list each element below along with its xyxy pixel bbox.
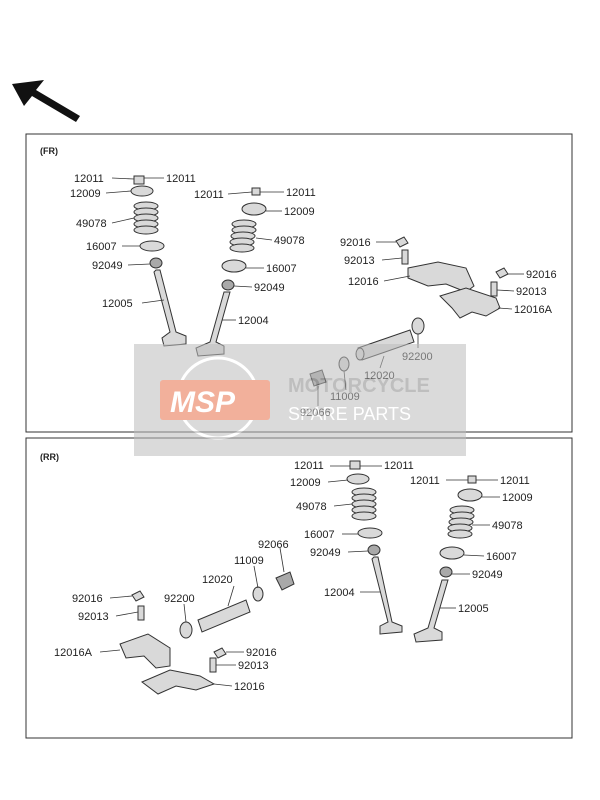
part-number-label: 12020	[202, 574, 233, 586]
part-number-label: 49078	[492, 520, 523, 532]
part-number-label: 92049	[254, 282, 285, 294]
part-number-label: 49078	[76, 218, 107, 230]
rr-part-labels: 12011 12011 12009 49078 16007 92049 1200…	[54, 460, 533, 693]
rr-valve-assembly-left	[346, 460, 403, 635]
part-number-label: 92066	[258, 539, 289, 551]
rr-valve-assembly-right	[413, 475, 483, 643]
watermark-logo-text: MSP	[170, 386, 236, 419]
part-number-label: 12016	[234, 681, 265, 693]
part-number-label: 16007	[266, 263, 297, 275]
part-number-label: 16007	[486, 551, 517, 563]
arrow-up-left-icon	[12, 80, 80, 122]
part-number-label: 12005	[102, 298, 133, 310]
watermark-line-1: MOTORCYCLE	[288, 375, 430, 397]
part-number-label: 92049	[310, 547, 341, 559]
part-number-label: 16007	[304, 529, 335, 541]
part-number-label: 92013	[344, 255, 375, 267]
part-number-label: 16007	[86, 241, 117, 253]
part-number-label: 12011	[166, 173, 196, 185]
rr-leader-lines	[99, 465, 500, 687]
part-number-label: 92016	[526, 269, 557, 281]
part-number-label: 92016	[72, 593, 103, 605]
part-number-label: 12004	[324, 587, 355, 599]
part-number-label: 12016	[348, 276, 379, 288]
part-number-label: 12011	[410, 475, 440, 487]
fr-section-tag: (FR)	[40, 146, 58, 156]
rr-section-tag: (RR)	[40, 452, 59, 462]
fr-part-labels: 12011 12011 12009 49078 16007 92049 1200…	[70, 173, 557, 419]
part-number-label: 12009	[70, 188, 101, 200]
part-number-label: 92016	[340, 237, 371, 249]
part-number-label: 92013	[78, 611, 109, 623]
part-number-label: 11009	[234, 555, 264, 567]
part-number-label: 12011	[294, 460, 324, 472]
part-number-label: 12011	[74, 173, 104, 185]
part-number-label: 92200	[164, 593, 195, 605]
part-number-label: 12005	[458, 603, 489, 615]
rr-rocker-assembly	[119, 571, 295, 695]
part-number-label: 92049	[92, 260, 123, 272]
watermark-line-2: SPARE PARTS	[288, 404, 411, 424]
msp-watermark: MSP MOTORCYCLE SPARE PARTS	[134, 344, 466, 456]
part-number-label: 12011	[384, 460, 414, 472]
part-number-label: 92016	[246, 647, 277, 659]
part-number-label: 92013	[516, 286, 547, 298]
part-number-label: 12004	[238, 315, 269, 327]
part-number-label: 92049	[472, 569, 503, 581]
fr-valve-assembly-left	[130, 175, 187, 347]
part-number-label: 12011	[500, 475, 530, 487]
part-number-label: 12009	[284, 206, 315, 218]
part-number-label: 12009	[502, 492, 533, 504]
part-number-label: 49078	[274, 235, 305, 247]
part-number-label: 12011	[286, 187, 316, 199]
part-number-label: 49078	[296, 501, 327, 513]
part-number-label: 12009	[290, 477, 321, 489]
part-number-label: 12016A	[514, 304, 553, 316]
fr-valve-assembly-right	[195, 187, 267, 357]
part-number-label: 12011	[194, 189, 224, 201]
part-number-label: 92013	[238, 660, 269, 672]
part-number-label: 12016A	[54, 647, 93, 659]
